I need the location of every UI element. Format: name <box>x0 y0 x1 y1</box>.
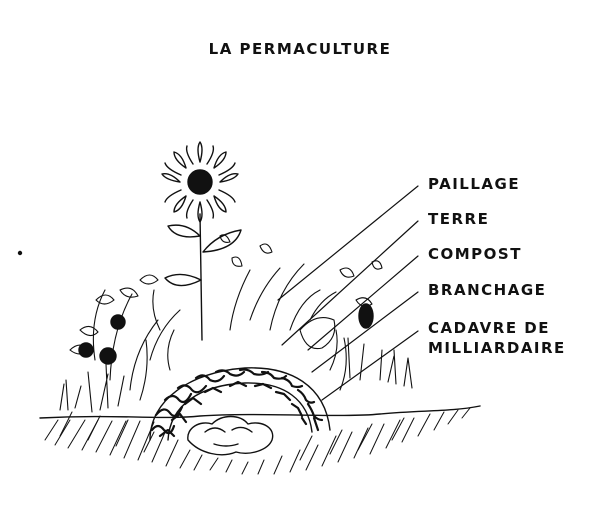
pointer-compost <box>307 255 419 351</box>
label-compost: COMPOST <box>428 245 522 263</box>
ground-line <box>39 405 481 419</box>
cadaver-detail <box>204 426 253 447</box>
sunflower <box>161 141 242 341</box>
diagram-title: LA PERMACULTURE <box>208 40 392 58</box>
pointer-lines <box>277 185 419 401</box>
label-cadavre-line2: MILLIARDAIRE <box>428 339 566 357</box>
ink-dot <box>17 250 23 256</box>
pointer-paillage <box>277 185 419 301</box>
compost-mound-inner <box>167 382 313 441</box>
compost-scribble <box>150 368 324 438</box>
pointer-terre <box>281 220 419 346</box>
pointer-branchage <box>311 291 419 373</box>
label-terre: TERRE <box>428 210 490 228</box>
label-branchage: BRANCHAGE <box>428 281 547 299</box>
compost-mound-outline <box>149 367 331 441</box>
cadaver-shape <box>187 415 274 456</box>
ground-hatching <box>44 407 471 475</box>
label-cadavre-line1: CADAVRE DE <box>428 319 550 337</box>
pointer-cadavre <box>321 330 419 401</box>
label-paillage: PAILLAGE <box>428 175 521 193</box>
berries <box>78 303 374 365</box>
